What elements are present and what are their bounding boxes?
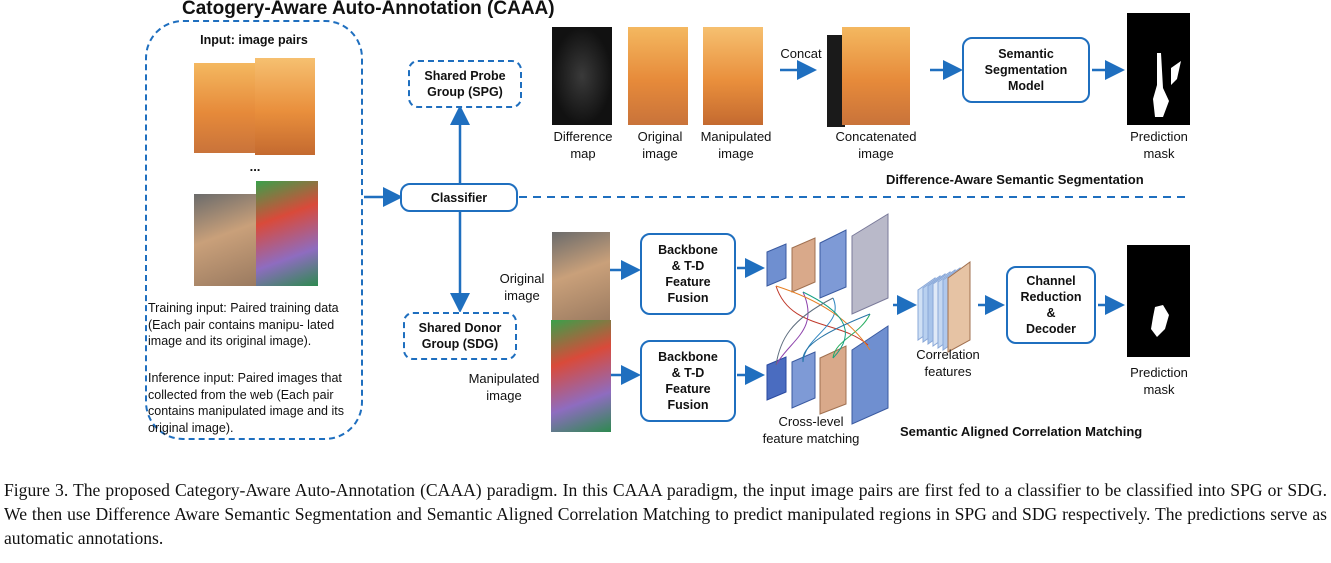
connector-layer (364, 60, 1185, 425)
top-feature-stack (766, 213, 889, 315)
bottom-manipulated-image (551, 320, 611, 432)
segmentation-model-box: Semantic Segmentation Model (962, 37, 1090, 103)
input-panel (145, 20, 363, 440)
top-manipulated-image (703, 27, 763, 125)
cross-level-label: Cross-level feature matching (762, 414, 860, 446)
inference-input-text: Inference input: Paired images that coll… (148, 371, 344, 435)
matching-curves (775, 285, 871, 366)
bottom-original-label: Original image (499, 271, 545, 303)
bottom-mask-shape (1151, 305, 1169, 337)
top-original-label: Original image (637, 129, 683, 161)
bottom-manipulated-label: Manipulated image (468, 371, 540, 403)
feature-map-top-1 (766, 243, 787, 287)
concatenated-image-back (827, 35, 845, 127)
ellipsis: ... (249, 159, 261, 174)
difference-map-label: Difference map (553, 129, 613, 161)
concatenated-image (842, 27, 910, 125)
spg-box: Shared Probe Group (SPG) (408, 60, 522, 108)
top-prediction-mask (1127, 13, 1190, 125)
correlation-stack (917, 261, 971, 353)
feature-map-top-4 (851, 213, 889, 315)
input-manipulated-image-1 (255, 58, 315, 155)
bottom-prediction-label: Prediction mask (1130, 365, 1188, 397)
input-manipulated-image-2 (256, 181, 318, 286)
backbone-bottom-box: Backbone & T-D Feature Fusion (640, 340, 736, 422)
top-original-image (628, 27, 688, 125)
decoder-box: Channel Reduction & Decoder (1006, 266, 1096, 344)
top-section-title: Difference-Aware Semantic Segmentation (886, 172, 1144, 187)
bottom-prediction-mask (1127, 245, 1190, 357)
diagram-title: Catogery-Aware Auto-Annotation (CAAA) (182, 0, 555, 19)
feature-map-top-2 (791, 237, 816, 293)
bottom-section-title: Semantic Aligned Correlation Matching (900, 424, 1143, 439)
difference-map-image (552, 27, 612, 125)
feature-map-bottom-2 (791, 351, 816, 409)
backbone-top-box: Backbone & T-D Feature Fusion (640, 233, 736, 315)
sdg-box: Shared Donor Group (SDG) (403, 312, 517, 360)
feature-map-top-3 (819, 229, 847, 299)
concat-label: Concat (780, 46, 822, 61)
top-mask-shape (1153, 53, 1181, 117)
caaa-diagram: Catogery-Aware Auto-Annotation (CAAA) In… (145, 0, 1190, 446)
input-original-image-1 (194, 63, 256, 153)
bottom-original-image (552, 232, 610, 322)
top-manipulated-label: Manipulated image (700, 129, 772, 161)
concatenated-label: Concatenated image (835, 129, 917, 161)
training-input-text: Training input: Paired training data (Ea… (148, 301, 339, 348)
figure-caption: Figure 3. The proposed Category-Aware Au… (4, 480, 1327, 548)
feature-map-bottom-4 (851, 325, 889, 425)
input-original-image-2 (194, 194, 256, 286)
input-heading: Input: image pairs (200, 33, 308, 47)
correlation-label: Correlation features (916, 347, 980, 379)
bottom-feature-stack (766, 325, 889, 425)
feature-map-bottom-3 (819, 345, 847, 415)
top-prediction-label: Prediction mask (1130, 129, 1188, 161)
classifier-box: Classifier (400, 183, 518, 212)
